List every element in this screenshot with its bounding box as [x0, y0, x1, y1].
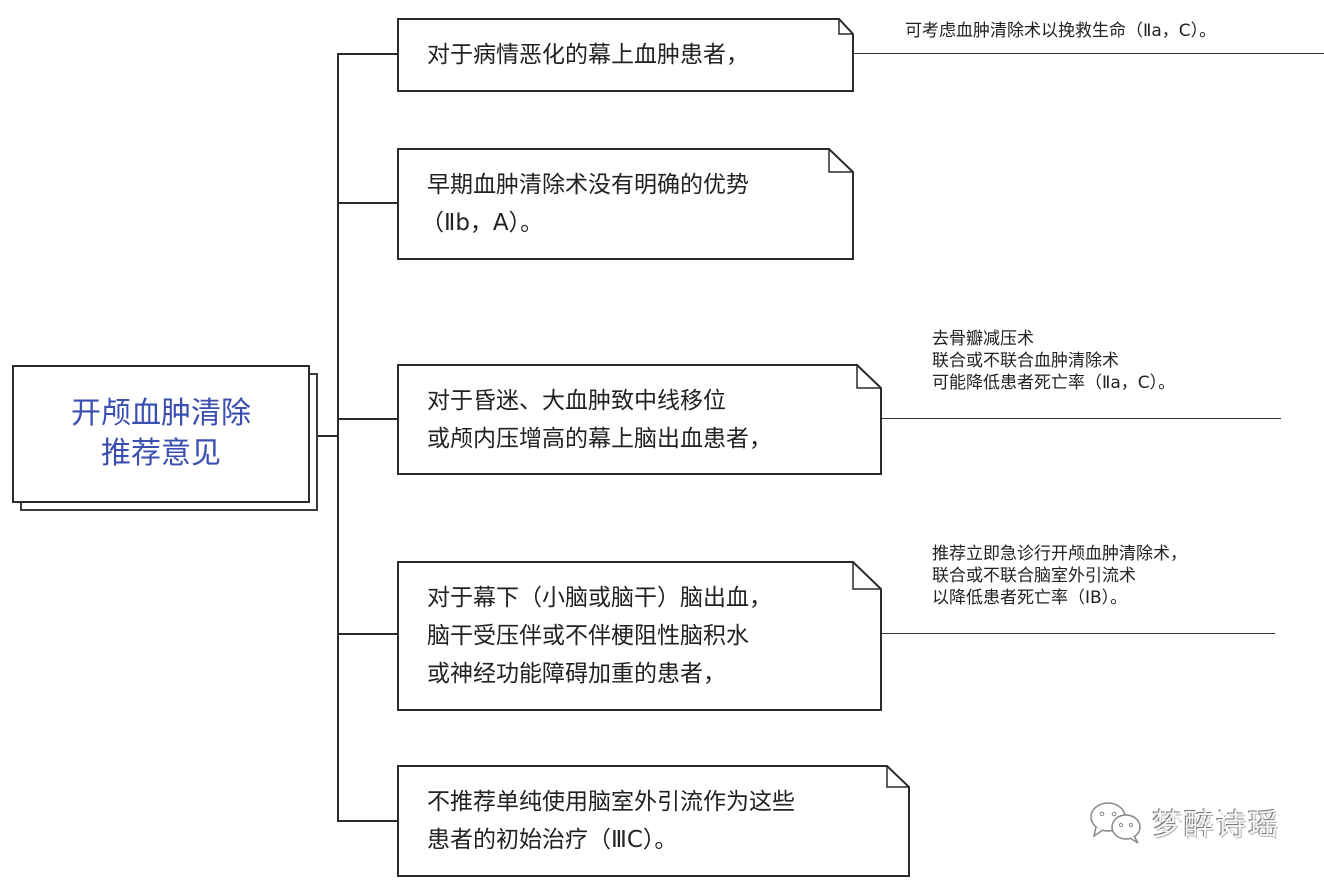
recommendation-text-4: 推荐立即急诊行开颅血肿清除术， 联合或不联合脑室外引流术 以降低患者死亡率（ⅠB…	[932, 543, 1187, 609]
note-shape-icon	[397, 148, 854, 260]
condition-text-line: 或颅内压增高的幕上脑出血患者，	[427, 425, 772, 452]
condition-node-4[interactable]: 对于幕下（小脑或脑干）脑出血， 脑干受压伴或不伴梗阻性脑积水 或神经功能障碍加重…	[397, 561, 883, 711]
recommendation-line: 可能降低患者死亡率（Ⅱa，C）。	[932, 373, 1176, 393]
note-shape-icon	[397, 561, 882, 711]
recommendation-text-3: 去骨瓣减压术 联合或不联合血肿清除术 可能降低患者死亡率（Ⅱa，C）。	[932, 328, 1175, 394]
wechat-icon	[1090, 802, 1141, 844]
trunk-line	[337, 54, 339, 822]
branch-connector-1	[337, 53, 397, 55]
note-shape-icon	[397, 765, 910, 877]
condition-node-2[interactable]: 早期血肿清除术没有明确的优势 （Ⅱb，A）。	[397, 148, 855, 260]
branch-connector-3	[337, 418, 397, 420]
condition-text-line: 脑干受压伴或不伴梗阻性脑积水	[427, 623, 749, 649]
root-title-line-2: 推荐意见	[101, 436, 221, 471]
branch-connector-2	[337, 202, 397, 204]
recommendation-line: 以降低患者死亡率（ⅠB）。	[932, 588, 1128, 608]
root-node[interactable]: 开颅血肿清除 推荐意见	[12, 365, 310, 503]
recommendation-line-3	[881, 418, 1281, 419]
recommendation-line-4	[881, 633, 1275, 634]
recommendation-line: 推荐立即急诊行开颅血肿清除术，	[932, 544, 1187, 564]
condition-text-line: 对于病情恶化的幕上血肿患者，	[427, 42, 749, 68]
condition-text-line: 对于昏迷、大血肿致中线移位	[427, 387, 726, 414]
branch-connector-4	[337, 633, 397, 635]
recommendation-line: 联合或不联合血肿清除术	[932, 351, 1119, 371]
recommendation-line-1	[853, 53, 1324, 54]
condition-text-line: 患者的初始治疗（ⅢC）。	[427, 827, 678, 853]
root-title-line-1: 开颅血肿清除	[71, 396, 251, 431]
recommendation-line: 可考虑血肿清除术以挽救生命（Ⅱa，C）。	[905, 21, 1217, 41]
condition-text-line: 不推荐单纯使用脑室外引流作为这些	[427, 789, 795, 815]
condition-text-line: 对于幕下（小脑或脑干）脑出血，	[427, 585, 772, 611]
watermark-label: 梦醉诗瑶	[1152, 808, 1280, 843]
recommendation-text-1: 可考虑血肿清除术以挽救生命（Ⅱa，C）。	[905, 20, 1216, 42]
condition-node-1[interactable]: 对于病情恶化的幕上血肿患者，	[397, 18, 855, 92]
condition-text-line: 或神经功能障碍加重的患者，	[427, 661, 726, 687]
watermark: 梦醉诗瑶	[1088, 800, 1280, 844]
note-shape-icon	[397, 364, 882, 475]
recommendation-line: 去骨瓣减压术	[932, 329, 1034, 349]
recommendation-line: 联合或不联合脑室外引流术	[932, 566, 1136, 586]
condition-node-3[interactable]: 对于昏迷、大血肿致中线移位 或颅内压增高的幕上脑出血患者，	[397, 364, 883, 475]
condition-text-line: 早期血肿清除术没有明确的优势	[427, 172, 749, 198]
branch-connector-5	[337, 820, 397, 822]
root-connector	[318, 435, 338, 437]
note-shape-icon	[397, 18, 854, 92]
condition-node-5[interactable]: 不推荐单纯使用脑室外引流作为这些 患者的初始治疗（ⅢC）。	[397, 765, 911, 877]
condition-text-line: （Ⅱb，A）。	[421, 210, 544, 236]
